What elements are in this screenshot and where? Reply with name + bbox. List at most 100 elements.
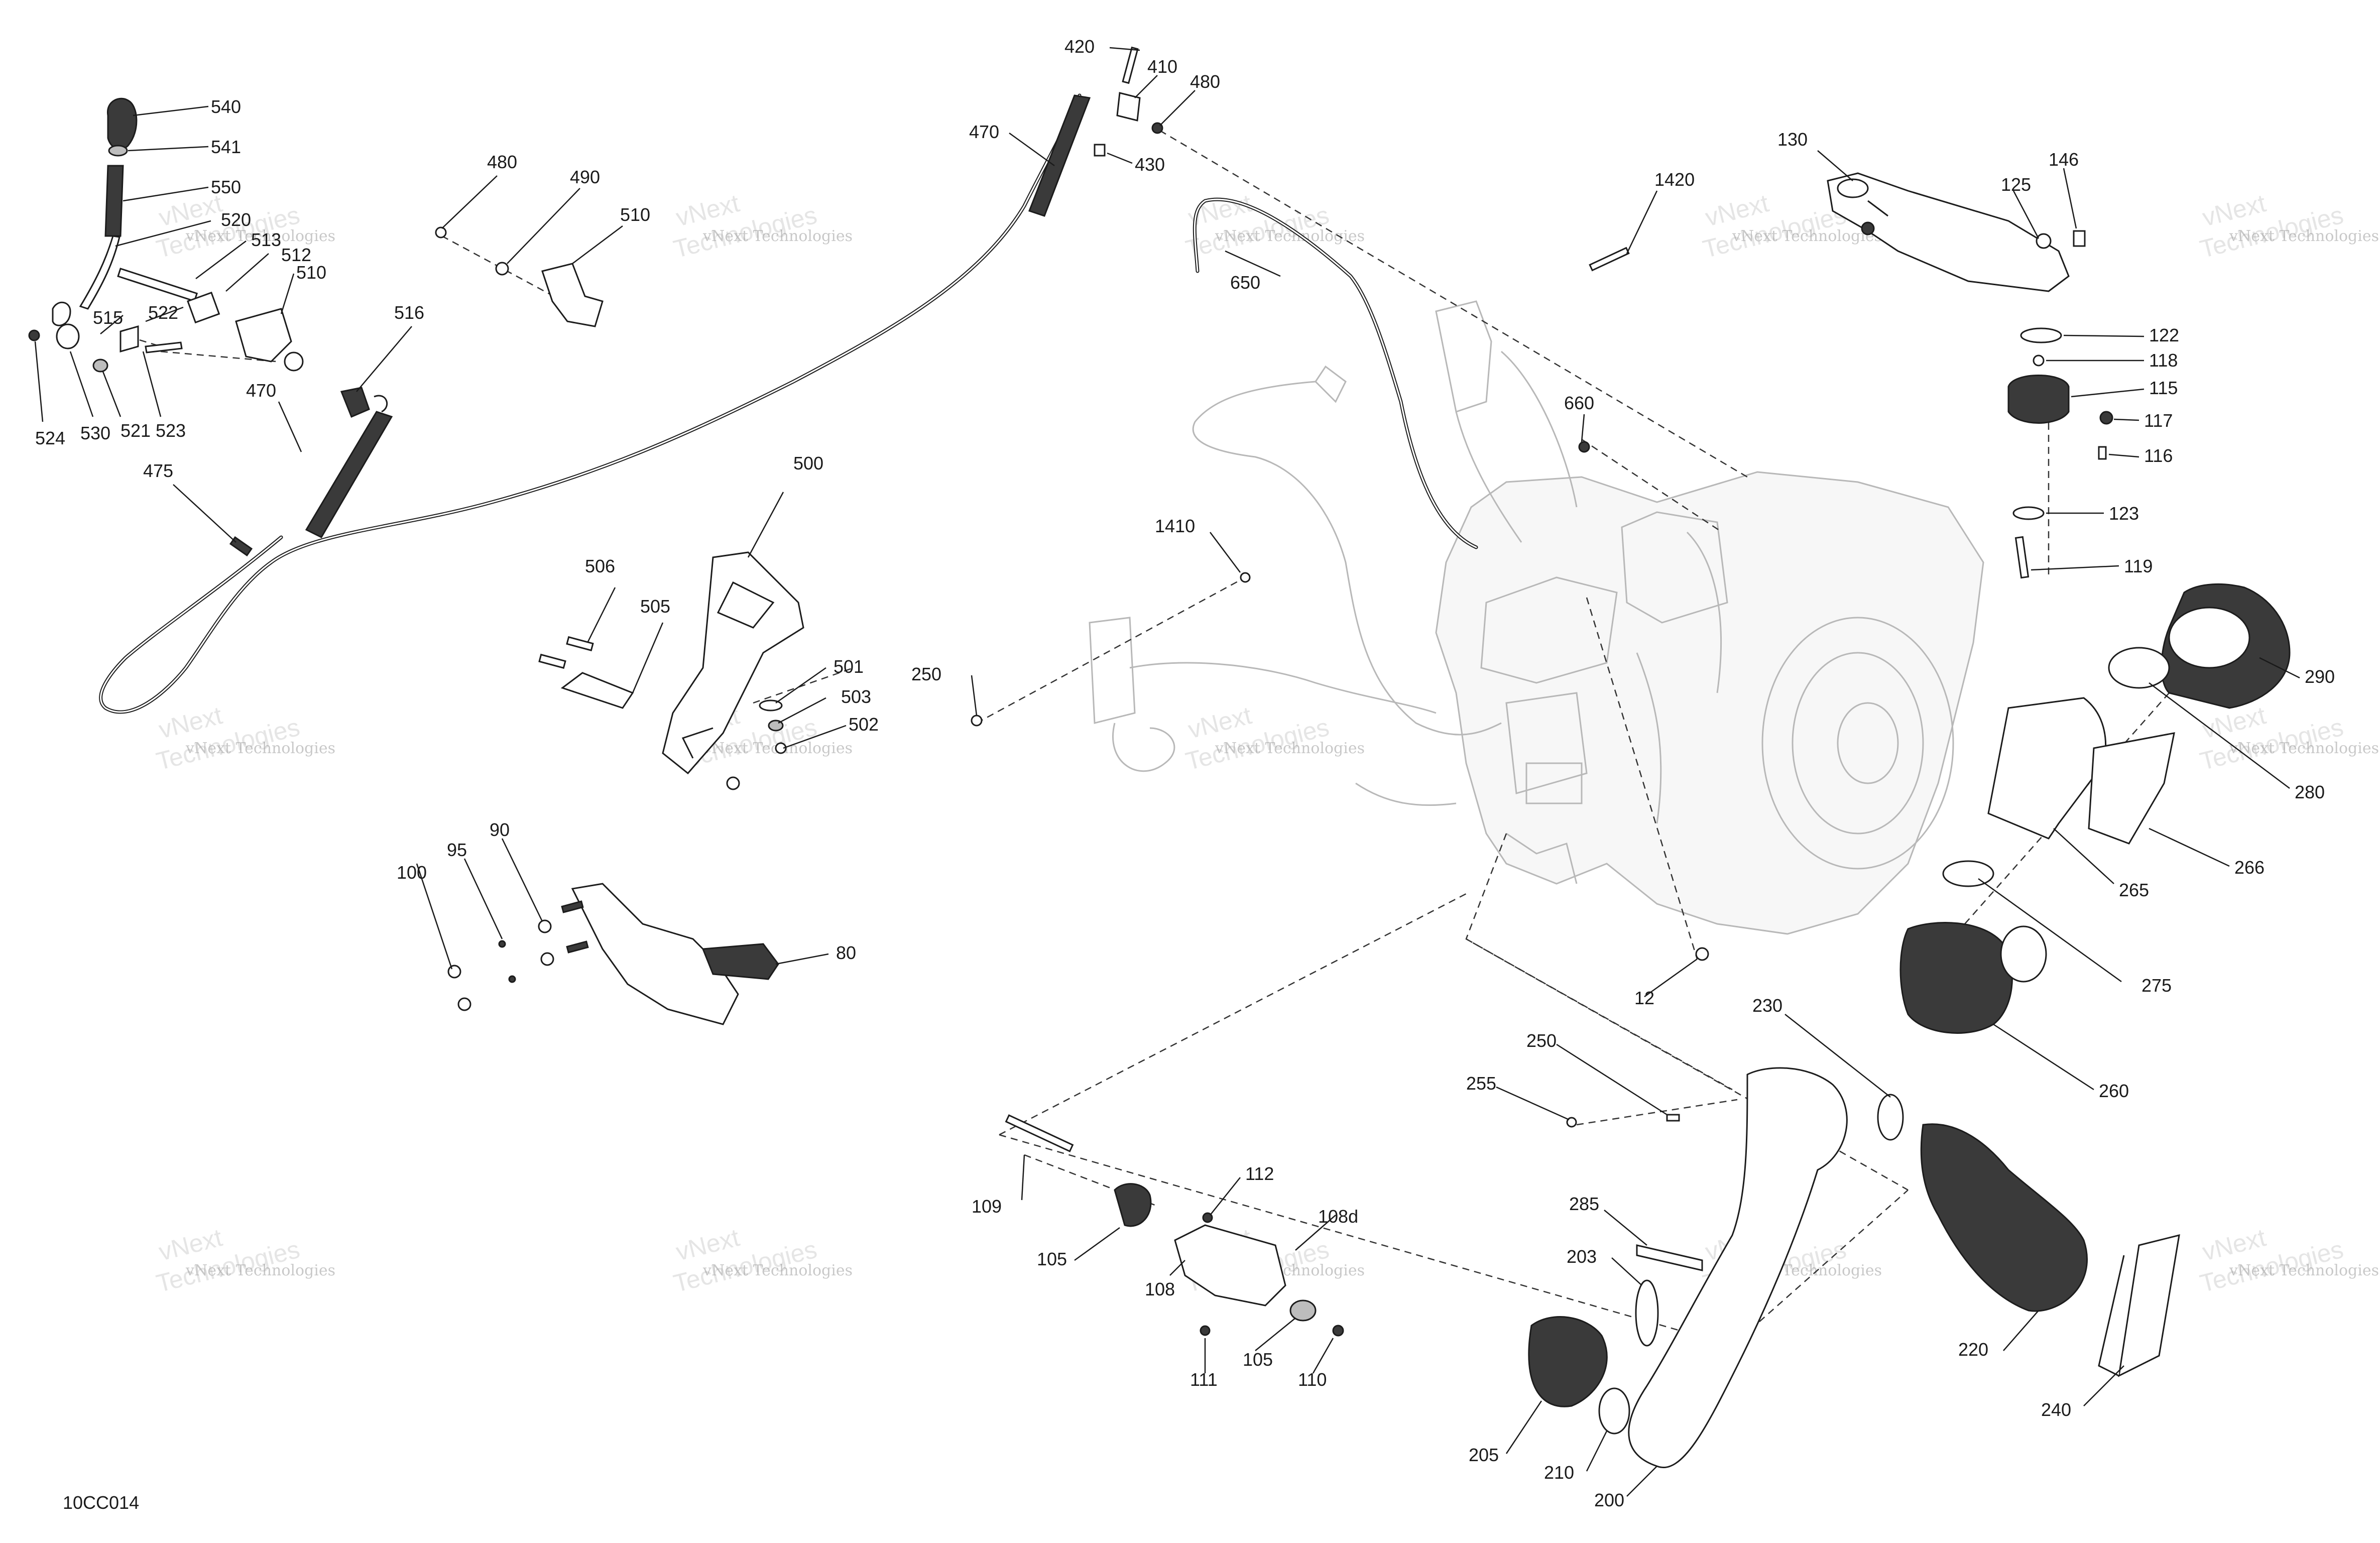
watermark-text: vNext Technologies: [1732, 227, 1882, 245]
nut: [457, 997, 471, 1011]
washer: [508, 975, 516, 983]
intake-adapter: [1899, 922, 2013, 1034]
lever-pivot: [56, 323, 80, 349]
callout-470-lower: 470: [246, 380, 276, 401]
nut: [28, 329, 40, 341]
callout-522: 522: [148, 302, 178, 323]
callout-260: 260: [2099, 1081, 2129, 1101]
bolt: [566, 636, 594, 652]
callout-490: 490: [570, 167, 600, 187]
bolt: [2098, 446, 2107, 460]
bolt: [2073, 230, 2086, 247]
lever-bracket: [235, 308, 292, 363]
screw: [1589, 247, 1630, 272]
callout-250-lower: 250: [1526, 1030, 1557, 1051]
callout-100: 100: [397, 862, 427, 883]
stud: [561, 900, 584, 913]
screw: [1200, 1325, 1211, 1336]
spacer: [187, 291, 220, 324]
callout-119: 119: [2124, 556, 2153, 576]
callout-470: 470: [969, 122, 999, 142]
throttle-pedal-assembly: [447, 883, 779, 1025]
washer: [2012, 506, 2045, 520]
nut: [726, 776, 740, 790]
callout-502: 502: [849, 714, 879, 735]
callout-labels: 420 410 480 430 470 540 541 550 520 513 …: [35, 36, 2335, 1513]
callout-541: 541: [211, 137, 241, 157]
spacer: [540, 952, 554, 966]
duct-elbow: [1987, 697, 2107, 840]
callout-111: 111: [1190, 1369, 1218, 1390]
lever-boot: [104, 165, 124, 237]
callout-130: 130: [1777, 129, 1808, 150]
watermark-text: vNext Technologies: [2229, 1262, 2379, 1279]
washer: [2033, 354, 2045, 367]
callout-550: 550: [211, 177, 241, 197]
callout-266: 266: [2234, 857, 2265, 878]
engine-fasteners: [971, 247, 1709, 961]
callout-410: 410: [1147, 56, 1177, 77]
callout-118: 118: [2149, 350, 2178, 371]
callout-430: 430: [1135, 154, 1165, 175]
callout-521: 521: [121, 420, 151, 441]
callout-512: 512: [281, 245, 311, 265]
pedal-pad: [701, 943, 779, 980]
watermark-text: vNext Technologies: [185, 227, 335, 245]
intake-tube: [1628, 1067, 1848, 1468]
cable-boot-upper: [1028, 94, 1091, 217]
bracket-plate: [560, 672, 634, 709]
callout-123: 123: [2109, 503, 2139, 524]
nut: [2099, 411, 2113, 425]
clamp: [2108, 647, 2170, 689]
watermark-text: vNext Technologies: [185, 1262, 335, 1279]
callout-510: 510: [296, 262, 326, 283]
bracket-foot: [681, 727, 713, 759]
shift-knob: [107, 97, 138, 150]
leader-lines: [34, 47, 2300, 1497]
callout-200: 200: [1594, 1490, 1624, 1510]
callout-115: 115: [2149, 378, 2178, 398]
callout-516: 516: [394, 302, 424, 323]
cable-end-fitting: [340, 387, 370, 418]
bushing: [120, 325, 139, 352]
clamp: [2000, 925, 2047, 983]
intake-tube-assembly: [1528, 1067, 2180, 1468]
callout-501: 501: [834, 656, 864, 677]
callout-500: 500: [793, 453, 823, 473]
watermark: vNext Technologies vNext Technologies: [154, 1223, 335, 1297]
watermark-text: vNext Technologies: [2229, 227, 2379, 245]
breather-hose: [1193, 197, 1478, 549]
watermark: vNext Technologies vNext Technologies: [2197, 701, 2379, 775]
washer: [2020, 327, 2062, 343]
callout-12: 12: [1634, 988, 1654, 1008]
callout-109: 109: [972, 1196, 1002, 1217]
stud: [566, 940, 589, 954]
mount-bolt: [2014, 536, 2030, 579]
callout-524: 524: [35, 428, 65, 448]
throttle-body-bracket: [1174, 1224, 1286, 1307]
air-intake-assembly: [1899, 583, 2291, 1034]
callout-240: 240: [2041, 1399, 2071, 1420]
bolt: [538, 653, 566, 669]
watermark: vNext Technologies vNext Technologies: [671, 1223, 853, 1297]
callout-285: 285: [1569, 1194, 1599, 1214]
washer: [498, 940, 506, 948]
callout-117: 117: [2144, 410, 2173, 431]
callout-520: 520: [221, 209, 251, 230]
bracket-cutout: [717, 581, 775, 629]
clamp: [1598, 1387, 1630, 1435]
callout-90: 90: [490, 819, 510, 840]
bolt-head: [1861, 221, 1875, 235]
bushing: [1289, 1299, 1317, 1322]
callout-105: 105: [1037, 1249, 1067, 1269]
callout-505: 505: [640, 596, 670, 617]
shift-cable: [99, 46, 1163, 714]
hose: [1636, 1244, 1703, 1271]
callout-95: 95: [447, 840, 467, 860]
callout-108d: 108d: [1318, 1206, 1358, 1227]
cable-mount-bracket: [541, 263, 604, 327]
callout-203: 203: [1567, 1246, 1597, 1267]
engine-mount-assembly: [1827, 172, 2113, 579]
callout-280: 280: [2295, 782, 2325, 802]
clamp: [1942, 860, 1994, 887]
